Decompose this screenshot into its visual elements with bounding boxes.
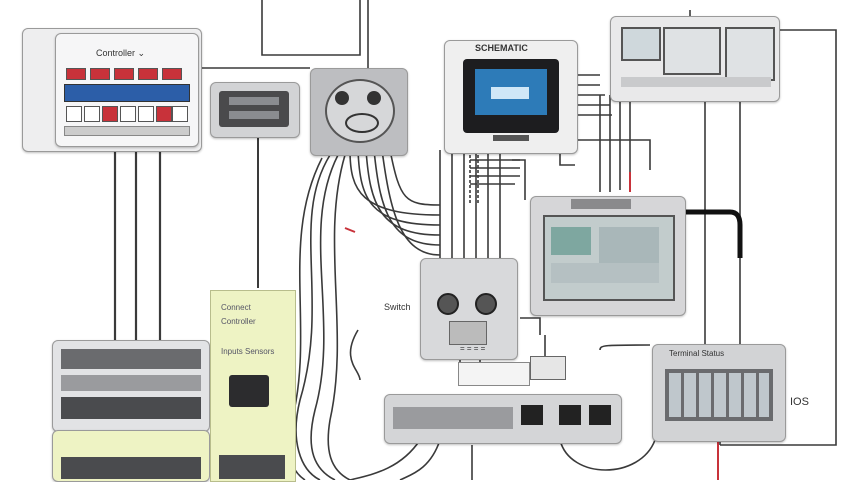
monitor-wire bbox=[599, 95, 631, 192]
indicator-row-blue bbox=[64, 84, 190, 102]
rack-port bbox=[589, 405, 611, 425]
bundle bbox=[373, 149, 441, 246]
bundle bbox=[357, 149, 441, 226]
panel-top-right-screen-b bbox=[663, 27, 721, 75]
red-wire bbox=[344, 227, 356, 233]
panel-top-right-screen-c bbox=[725, 27, 775, 81]
monitor-wire bbox=[560, 74, 612, 116]
status-grid bbox=[665, 369, 773, 421]
sticker-line-1: Connect bbox=[221, 303, 251, 312]
display-header bbox=[571, 199, 631, 209]
center-wire bbox=[470, 159, 520, 185]
monitor-housing: SCHEMATIC bbox=[444, 40, 578, 154]
monitor-wire bbox=[559, 150, 575, 166]
monitor-label: SCHEMATIC bbox=[475, 43, 528, 53]
status-panel-title: Terminal Status bbox=[669, 349, 725, 358]
heavy-cable bbox=[684, 209, 743, 258]
display-panel bbox=[530, 196, 686, 316]
terminal-block bbox=[458, 362, 530, 386]
junction-box bbox=[530, 356, 566, 380]
sticker-panel: Connect Controller Inputs Sensors bbox=[210, 290, 296, 482]
controller-panel: Controller ⌄ bbox=[22, 28, 202, 152]
switch-label: Switch bbox=[384, 302, 411, 312]
io-module-face bbox=[219, 91, 289, 127]
controller-title: Controller ⌄ bbox=[96, 48, 146, 58]
misc-wire bbox=[349, 329, 361, 381]
status-panel: Terminal Status bbox=[652, 344, 786, 442]
bundle bbox=[327, 154, 351, 480]
bundle bbox=[349, 149, 441, 216]
bundle bbox=[295, 154, 331, 480]
controller-inner: Controller ⌄ bbox=[55, 33, 199, 147]
controller-base bbox=[64, 126, 190, 136]
indicator-row-red bbox=[66, 68, 186, 80]
bundle bbox=[381, 149, 441, 256]
misc-wire bbox=[349, 439, 421, 480]
link-wire bbox=[520, 317, 541, 335]
monitor-screen bbox=[475, 69, 547, 115]
indicator-row-white bbox=[66, 106, 188, 122]
network-rack bbox=[384, 394, 622, 444]
arc-wire bbox=[599, 344, 651, 351]
rack-port bbox=[559, 405, 581, 425]
center-wire bbox=[512, 159, 526, 200]
bundle bbox=[389, 149, 441, 206]
monitor-wire bbox=[575, 139, 651, 170]
monitor-stand bbox=[493, 135, 529, 141]
round-sensor-face bbox=[325, 79, 395, 143]
monitor-bezel bbox=[463, 59, 559, 133]
arc-wire bbox=[559, 439, 656, 471]
sticker-device bbox=[229, 375, 269, 407]
panel-top-right bbox=[610, 16, 780, 102]
bundle bbox=[365, 149, 441, 236]
rack-left bbox=[52, 340, 210, 432]
io-module bbox=[210, 82, 300, 138]
switch-box bbox=[420, 258, 518, 360]
switch-knob-left[interactable] bbox=[437, 293, 459, 315]
round-sensor-unit bbox=[310, 68, 408, 156]
display-screen bbox=[543, 215, 675, 301]
sticker-line-2: Controller bbox=[221, 317, 256, 326]
right-side-label: IOS bbox=[790, 396, 809, 408]
sticker-line-3: Inputs Sensors bbox=[221, 347, 275, 356]
top-wire bbox=[261, 0, 361, 56]
frame-wire bbox=[720, 29, 837, 446]
switch-knob-right[interactable] bbox=[475, 293, 497, 315]
panel-top-right-screen-a bbox=[621, 27, 661, 61]
rack-left-lower bbox=[52, 430, 210, 482]
rack-port bbox=[521, 405, 543, 425]
misc-wire bbox=[399, 439, 441, 480]
switch-caption: = = = = bbox=[460, 344, 486, 353]
bundle bbox=[310, 154, 339, 480]
